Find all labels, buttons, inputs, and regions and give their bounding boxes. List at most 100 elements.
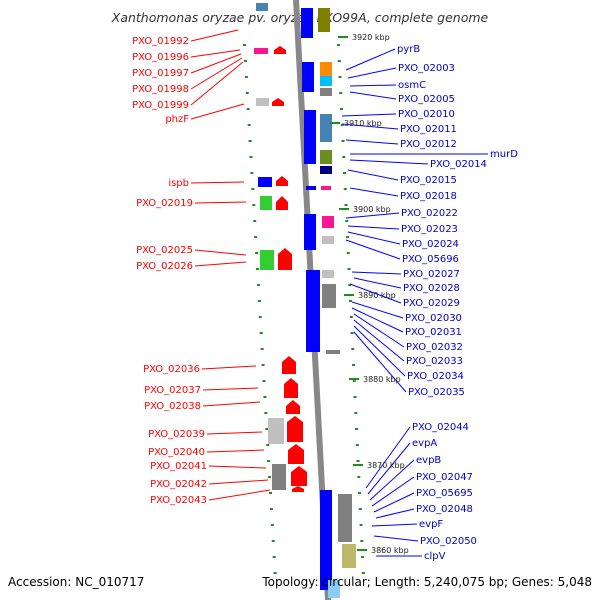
label-leader-line [369,459,415,501]
gene-label: PXO_01992 [132,36,189,47]
gene-label: PXO_01998 [132,84,189,95]
gene-feature-left [258,177,272,187]
gene-label: PXO_02047 [416,472,473,483]
gene-label: PXO_02048 [416,504,473,515]
scale-tick-label: 3870 kbp [367,461,405,470]
label-leader-line [190,53,242,74]
scale-tick-label: 3920 kbp [352,33,390,42]
gene-feature-right [301,8,313,38]
label-leader-line [349,91,397,100]
label-leader-line [341,123,399,130]
gene-feature-left [284,378,298,398]
tick-marks [243,44,365,574]
gene-label: PXO_02042 [150,479,207,490]
scale-tick-label: 3890 kbp [358,291,396,300]
label-leader-line [202,387,259,391]
gene-label: evpA [412,438,437,449]
label-leader-line [349,84,397,87]
gene-feature-right [322,270,334,278]
label-leader-line [208,489,271,501]
gene-label: PXO_02012 [400,139,457,150]
gene-label: PXO_02026 [136,261,193,272]
gene-label: PXO_02031 [405,327,462,338]
gene-feature-right [302,62,314,92]
gene-label: PXO_02044 [412,422,469,433]
gene-label: PXO_02024 [402,239,459,250]
gene-labels: PXO_01992PXO_01996PXO_01997PXO_01998PXO_… [132,36,518,562]
gene-label: PXO_02027 [403,269,460,280]
label-leader-line [375,508,415,519]
gene-label: PXO_02039 [148,429,205,440]
gene-feature-left [274,46,286,54]
label-leader-line [351,271,402,275]
gene-label: PXO_02028 [403,283,460,294]
label-leader-line [190,57,243,90]
gene-label: PXO_02014 [430,159,487,170]
gene-feature-right [321,186,331,190]
gene-feature-right [306,186,316,190]
gene-label: clpV [424,551,446,562]
label-leader-line [347,169,399,181]
gene-feature-right [320,166,332,174]
gene-feature-right [322,284,336,308]
gene-label: PXO_02018 [400,191,457,202]
gene-label: PXO_02040 [148,447,205,458]
label-leader-line [345,239,401,260]
gene-label: PXO_02023 [401,224,458,235]
gene-feature-left [256,98,269,106]
gene-label: PXO_02022 [401,208,458,219]
gene-label: phzF [165,114,189,125]
label-leader-line [190,29,239,42]
gene-label: PXO_01997 [132,68,189,79]
label-leader-line [373,492,415,513]
label-leader-line [347,67,397,79]
gene-label: PXO_02036 [143,364,200,375]
gene-feature-left [288,444,304,464]
label-leader-line [353,319,405,362]
gene-label: PXO_05696 [402,254,459,265]
gene-label: PXO_01996 [132,52,189,63]
gene-feature-right [320,88,332,96]
accession-text: Accession: NC_010717 [8,575,144,589]
label-leader-line [190,61,244,106]
label-leader-line [349,283,402,304]
label-leader-line [202,401,261,407]
label-leader-line [206,449,265,453]
genome-summary-text: Topology: circular; Length: 5,240,075 bp… [261,575,592,589]
label-leader-line [365,426,411,489]
gene-feature-left [272,464,286,490]
gene-label: evpF [419,519,443,530]
label-leader-line [371,476,415,507]
gene-label: ispb [168,178,189,189]
gene-feature-right [326,350,340,354]
label-leader-line [349,187,399,197]
gene-feature-right [320,62,332,76]
label-leader-line [351,307,404,333]
gene-feature-left [292,486,304,492]
scale-tick-label: 3900 kbp [353,205,391,214]
label-leader-line [351,301,404,319]
gene-feature-right [328,580,340,598]
gene-label: PXO_02003 [398,63,455,74]
gene-feature-right [322,236,334,244]
label-leader-line [208,465,267,469]
label-leader-line [190,181,245,184]
gene-feature-left [256,3,268,11]
scale-tick-label: 3860 kbp [371,546,409,555]
gene-feature-left [278,248,292,270]
gene-label: PXO_02034 [407,371,464,382]
label-leader-line [371,523,418,527]
gene-label: PXO_02015 [400,175,457,186]
gene-feature-left [260,250,274,270]
gene-label: PXO_02038 [144,401,201,412]
label-leader-line [353,313,405,348]
label-leader-line [190,103,245,120]
gene-label: PXO_02005 [398,94,455,105]
label-leader-line [347,231,401,245]
gene-label: osmC [398,80,426,91]
label-leader-line [349,159,429,165]
label-leader-line [194,249,247,256]
gene-label: PXO_01999 [132,100,189,111]
